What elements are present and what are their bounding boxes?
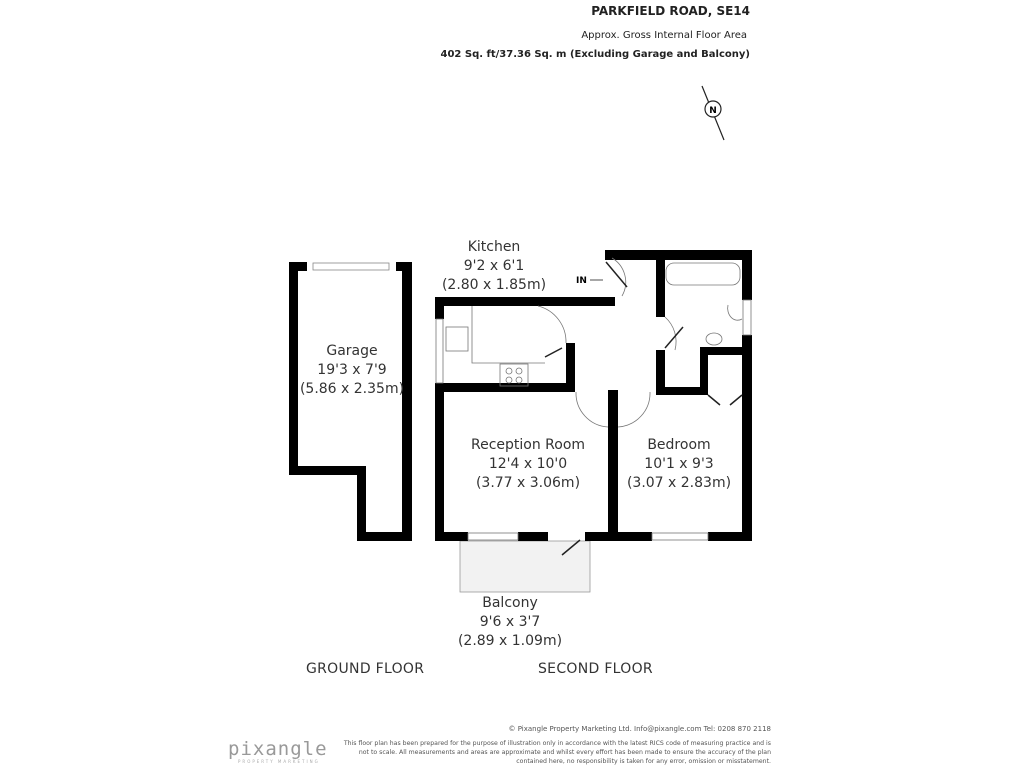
area-label: Approx. Gross Internal Floor Area [581, 30, 747, 41]
footer-copyright: © Pixangle Property Marketing Ltd. Info@… [508, 725, 771, 733]
room-name: Balcony [482, 595, 538, 611]
compass-icon: N [701, 85, 725, 141]
room-name: Bedroom [647, 437, 711, 453]
footer-disclaimer-3: contained here, no responsibility is tak… [516, 758, 771, 765]
room-bedroom: Bedroom 10'1 x 9'3 (3.07 x 2.83m) [627, 436, 731, 493]
flat-walls [435, 250, 752, 541]
room-balcony: Balcony 9'6 x 3'7 (2.89 x 1.09m) [458, 594, 562, 651]
area-value: 402 Sq. ft/37.36 Sq. m (Excluding Garage… [440, 49, 750, 60]
room-metric: (2.89 x 1.09m) [457, 633, 563, 649]
room-imperial: 10'1 x 9'3 [644, 456, 714, 472]
footer-disclaimer-1: This floor plan has been prepared for th… [343, 740, 771, 747]
windows-and-fixtures [435, 257, 752, 541]
garage-door [312, 262, 390, 271]
room-imperial: 19'3 x 7'9 [317, 362, 387, 378]
room-metric: (2.80 x 1.85m) [441, 277, 547, 293]
room-name: Kitchen [467, 239, 521, 255]
room-metric: (5.86 x 2.35m) [299, 381, 405, 397]
room-imperial: 12'4 x 10'0 [488, 456, 568, 472]
room-metric: (3.07 x 2.83m) [626, 475, 732, 491]
room-name: Garage [326, 343, 378, 359]
room-metric: (3.77 x 3.06m) [475, 475, 581, 491]
floor-label-ground: GROUND FLOOR [306, 661, 425, 677]
room-reception: Reception Room 12'4 x 10'0 (3.77 x 3.06m… [471, 436, 585, 493]
pixangle-logo: pixangle [228, 738, 328, 760]
room-name: Reception Room [470, 437, 586, 453]
garage-walls [289, 262, 412, 541]
logo-tagline: PROPERTY MARKETING [238, 759, 320, 764]
entrance-label: IN [576, 276, 587, 286]
room-imperial: 9'6 x 3'7 [479, 614, 541, 630]
room-garage: Garage 19'3 x 7'9 (5.86 x 2.35m) [300, 342, 404, 399]
compass-label: N [709, 106, 717, 116]
doors [544, 261, 743, 556]
footer-disclaimer-2: not to scale. All measurements and areas… [358, 749, 771, 756]
floor-label-second: SECOND FLOOR [538, 661, 653, 677]
room-kitchen: Kitchen 9'2 x 6'1 (2.80 x 1.85m) [442, 238, 546, 295]
room-imperial: 9'2 x 6'1 [463, 258, 525, 274]
property-title: PARKFIELD ROAD, SE14 [591, 4, 750, 18]
